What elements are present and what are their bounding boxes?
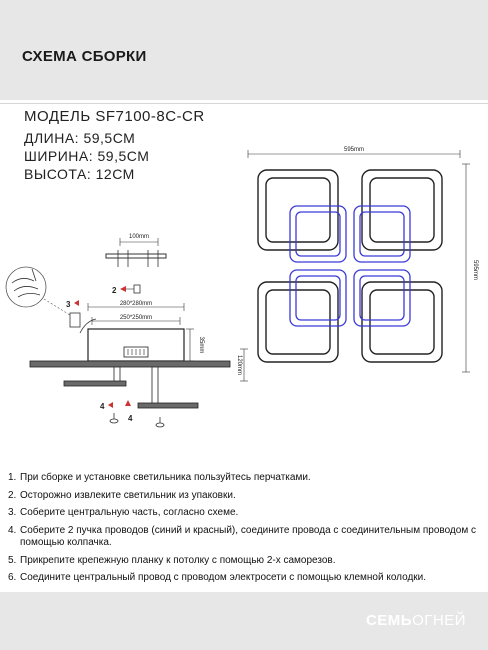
decor-caps	[109, 413, 165, 428]
lamp-tier-bottom	[137, 402, 199, 409]
step-2-label: 2	[112, 286, 117, 295]
lamp-tier-top	[29, 360, 231, 368]
step-4-arrow-left	[108, 402, 113, 408]
instructions-list: 1. При сборке и установке светильника по…	[8, 472, 486, 590]
model-line: МОДЕЛЬ SF7100-8C-CR	[24, 108, 205, 125]
step-2-arrow	[120, 286, 126, 292]
detail-pointer	[43, 298, 71, 316]
brand-logo: СЕМЬОГНЕЙ	[365, 612, 466, 629]
supply-wire	[79, 318, 97, 334]
instruction-item: 3. Соберите центральную часть, согласно …	[8, 507, 239, 518]
inner-frames	[289, 205, 411, 327]
step-4-arrow-right	[125, 400, 131, 406]
instruction-item: 2. Осторожно извлеките светильник из упа…	[8, 489, 236, 501]
plate-inner-dimension-label: 250*250mm	[120, 315, 152, 321]
wire-connector	[69, 312, 81, 328]
step-3-arrow	[74, 300, 79, 306]
outer-frames	[257, 169, 443, 363]
step-4-label-right: 4	[128, 414, 133, 423]
bracket-screws	[117, 250, 159, 267]
footer-bar: СЕМЬОГНЕЙ	[0, 592, 488, 650]
page-title: СХЕМА СБОРКИ	[22, 48, 147, 65]
right-dimension-label: 595mm	[472, 260, 478, 280]
top-view-diagram: 595mm 595mm	[247, 147, 478, 373]
instruction-item: 6. Соедините центральный провод с провод…	[8, 572, 427, 583]
header-bar: СХЕМА СБОРКИ	[0, 0, 488, 100]
instruction-item: 1. При сборке и установке светильника по…	[8, 472, 311, 483]
lamp-rods	[113, 367, 159, 403]
instruction-item: 5. Прикрепите крепежную планку к потолку…	[8, 554, 336, 566]
height-line: ВЫСОТА: 12СМ	[24, 166, 135, 182]
step-3-label: 3	[66, 300, 71, 309]
lamp-tier-middle	[63, 380, 127, 387]
terminal-block	[123, 346, 149, 358]
specs-block: МОДЕЛЬ SF7100-8C-CR ДЛИНА: 59,5СМ ШИРИНА…	[24, 108, 205, 183]
step-4-label-left: 4	[100, 402, 105, 411]
wiring-detail	[5, 266, 47, 308]
canopy-height-label: 35mm	[198, 337, 204, 354]
plate-outer-dimension-label: 280*280mm	[120, 301, 152, 307]
total-height-label: 120mm	[236, 355, 242, 375]
instruction-item: 4. Соберите 2 пучка проводов (синий и кр…	[8, 524, 476, 549]
length-line: ДЛИНА: 59,5СМ	[24, 130, 136, 146]
mounting-bracket	[105, 253, 167, 259]
assembly-diagram: 100mm 2 280*280mm 250*250mm 35mm 120mm 3…	[5, 234, 248, 428]
canopy	[87, 328, 185, 362]
top-dimension-label: 595mm	[344, 147, 364, 153]
header-divider	[0, 103, 488, 104]
width-line: ШИРИНА: 59,5СМ	[24, 148, 150, 164]
bracket-dimension-label: 100mm	[129, 234, 149, 240]
